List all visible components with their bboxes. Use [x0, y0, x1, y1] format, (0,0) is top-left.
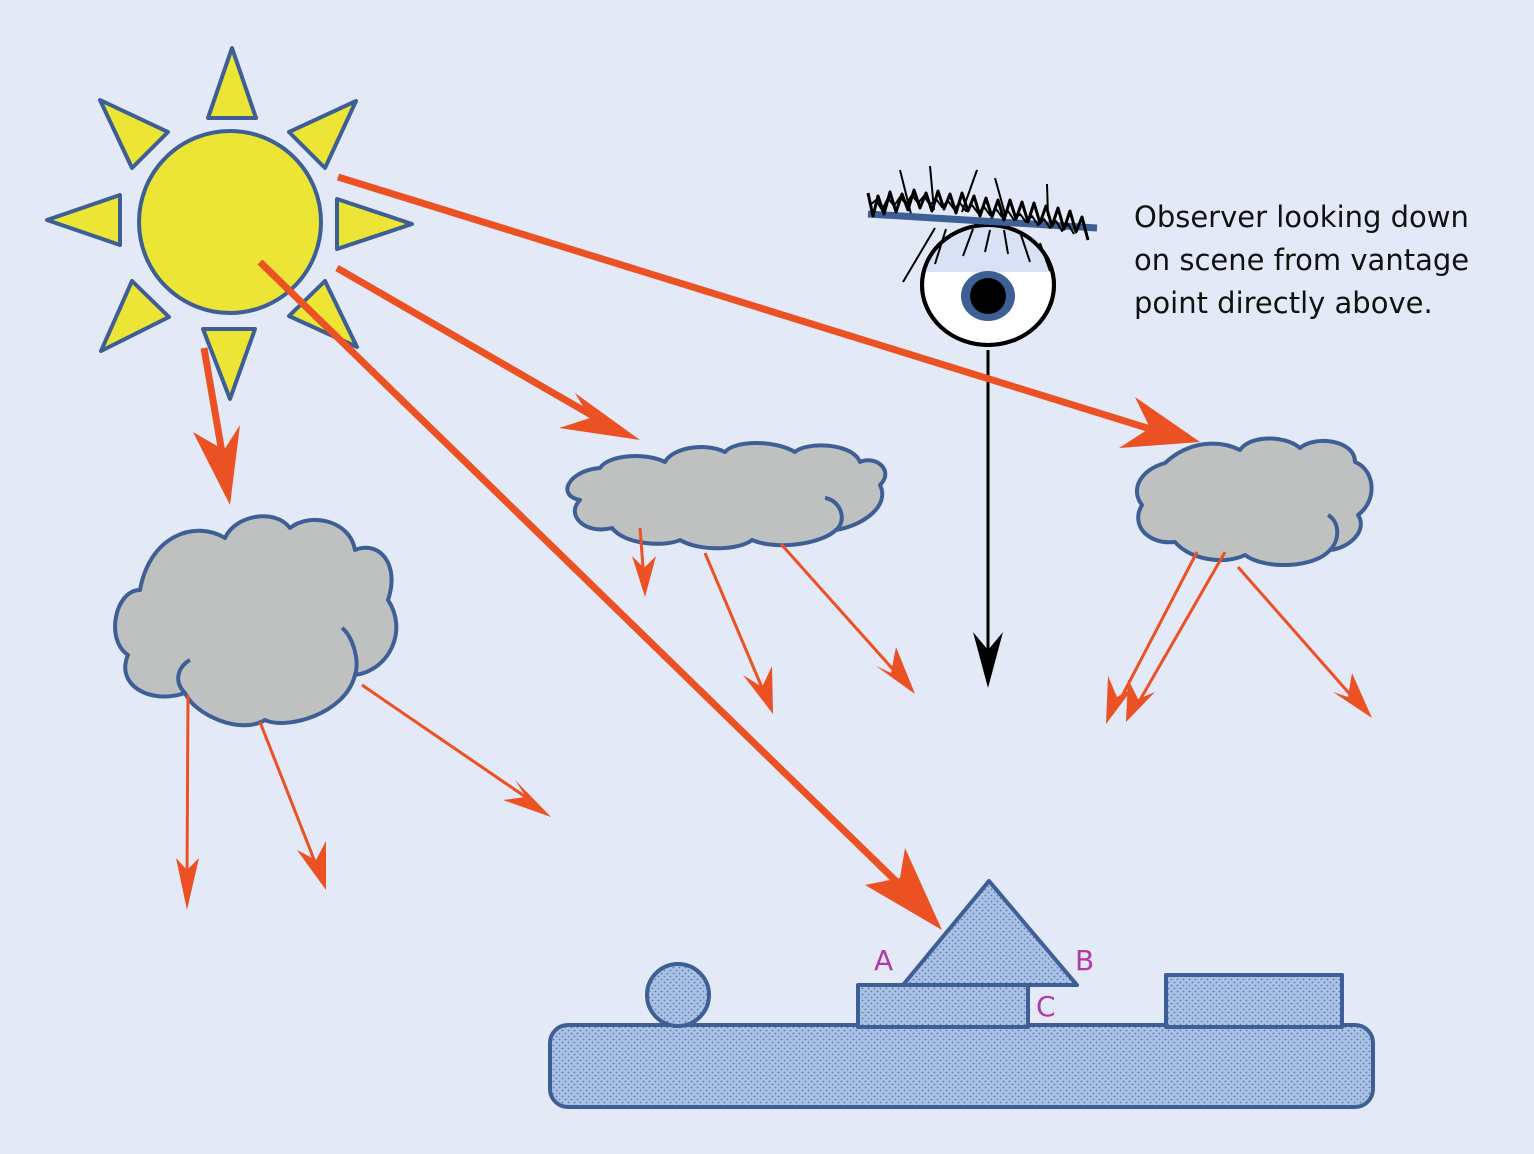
sun-rays: [193, 173, 1200, 930]
eye-icon: [866, 165, 1098, 347]
observer-caption: Observer looking down on scene from vant…: [1134, 196, 1469, 325]
observer-sight-line: [973, 350, 1003, 688]
point-label-c: C: [1036, 990, 1056, 1023]
ground-scene: [548, 879, 1375, 1109]
right-block: [1164, 973, 1344, 1029]
sphere-object: [645, 962, 711, 1028]
cloud-outline-details: [176, 496, 1340, 695]
observer-caption-line-3: point directly above.: [1134, 286, 1433, 320]
ground-slab: [548, 1023, 1375, 1109]
point-label-a: A: [874, 944, 894, 977]
point-label-b: B: [1075, 944, 1095, 977]
cloud-icon: [113, 436, 1374, 728]
observer-caption-line-1: Observer looking down: [1134, 200, 1469, 234]
observer-caption-line-2: on scene from vantage: [1134, 243, 1470, 277]
pyramid-object: [901, 879, 1079, 987]
sun-icon: [45, 46, 414, 401]
scattered-rays: [176, 527, 1372, 910]
low-block: [856, 983, 1030, 1029]
